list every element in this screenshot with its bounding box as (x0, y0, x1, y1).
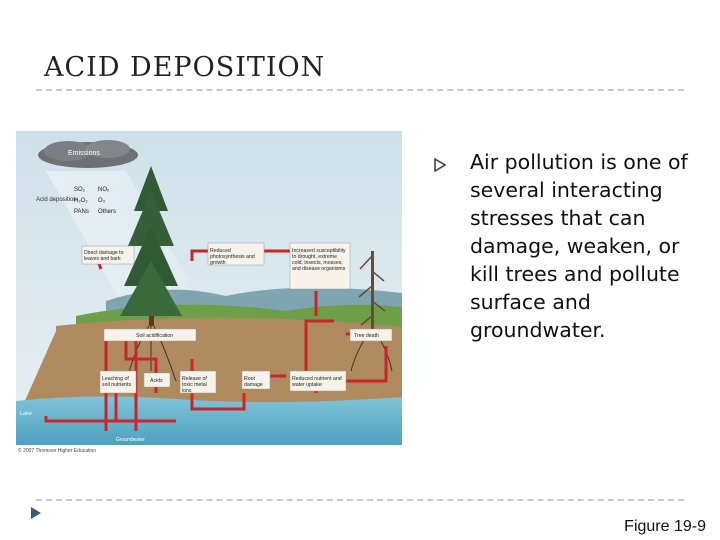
pollutant-o3: O₃ (98, 198, 106, 204)
pollutant-others: Others (98, 209, 116, 215)
figure-caption: Figure 19-9 (624, 518, 706, 535)
dead-tree (358, 251, 386, 331)
slide-title: ACID DEPOSITION (44, 52, 326, 83)
pollutant-so2: SO₂ (74, 187, 86, 193)
acid-deposition-figure: Emissions Acid deposition SO₂ H₂O₂ PANs … (16, 131, 402, 455)
pollutant-pans: PANs (74, 209, 89, 215)
footer-arrow-icon (31, 507, 41, 519)
healthy-tree (120, 166, 182, 326)
figure-copyright: © 2007 Thomson Higher Education (18, 447, 96, 454)
title-divider (36, 89, 684, 91)
lake-label: Lake (20, 411, 32, 417)
pollutant-h2o2: H₂O₂ (74, 198, 88, 204)
acid-deposition-label: Acid deposition (36, 197, 77, 203)
bullet-text: Air pollution is one of several interact… (470, 150, 688, 342)
pollutant-nox: NOₓ (98, 187, 109, 193)
footer-divider (36, 499, 684, 501)
acids-label: Acids (150, 378, 163, 384)
bullet-arrow-icon (434, 158, 446, 172)
emissions-label: Emissions (68, 150, 100, 157)
soil-acidification-label: Soil acidification (136, 333, 173, 339)
groundwater-label: Groundwater (116, 437, 145, 443)
tree-death-label: Tree death (354, 333, 379, 339)
emissions-cloud (38, 140, 138, 168)
